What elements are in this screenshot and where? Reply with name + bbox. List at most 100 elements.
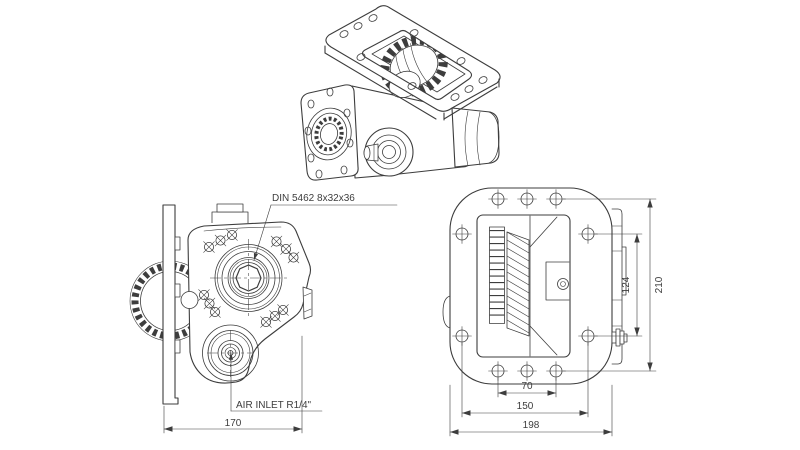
fitting-step xyxy=(623,333,628,343)
dim-arrow xyxy=(164,426,173,432)
iso-cylinder-arc xyxy=(476,111,481,166)
rear-opening-details xyxy=(489,215,570,357)
bore-ring xyxy=(320,123,338,145)
fitting-step xyxy=(611,331,617,344)
fitting-step xyxy=(619,330,625,345)
dim-arrow xyxy=(647,199,653,208)
dim-210-value: 210 xyxy=(654,276,665,293)
dim-arrow xyxy=(450,429,459,435)
cavity-line xyxy=(529,325,558,356)
dim-arrow xyxy=(647,362,653,371)
iso-output-flange xyxy=(300,84,359,181)
rear-view: 210 124 70 150 xyxy=(442,187,665,437)
side-mounting-plate xyxy=(162,204,179,405)
bolt-hole xyxy=(307,99,315,109)
dim-124: 124 xyxy=(594,233,643,337)
dim-210: 210 xyxy=(562,198,665,372)
side-breather-cap xyxy=(211,211,249,223)
cavity-line xyxy=(529,216,558,248)
plate-tab xyxy=(174,339,181,354)
side-right-tab xyxy=(302,286,313,320)
dim-arrow xyxy=(547,390,556,396)
bolt-hole xyxy=(409,29,419,37)
bolt-hole xyxy=(478,76,488,84)
spline-callout: DIN 5462 8x32x36 xyxy=(251,193,398,261)
leader-line xyxy=(253,204,272,261)
profile-strip xyxy=(611,208,623,365)
cavity-notch xyxy=(545,261,570,301)
bolt-hole xyxy=(340,165,348,175)
edge-line xyxy=(443,86,498,120)
plug-hole xyxy=(557,278,569,290)
dim-70: 70 xyxy=(497,377,557,398)
bolt-hole xyxy=(356,53,366,61)
dim-arrow xyxy=(634,234,640,243)
rear-gear-hatch xyxy=(506,231,530,334)
plate-tab xyxy=(174,283,181,298)
boss-ring xyxy=(202,324,259,382)
bolt-hole xyxy=(456,57,466,65)
iso-top-flange xyxy=(325,5,501,112)
bolt-hole xyxy=(315,169,323,179)
boss-ring xyxy=(227,257,270,299)
dim-arrow xyxy=(498,390,507,396)
gear-teeth-outline xyxy=(489,226,505,324)
bore-ring xyxy=(310,112,348,156)
helix-line xyxy=(410,43,429,84)
iso-flange-thickness-edges xyxy=(324,45,500,121)
side-air-cylinder xyxy=(202,324,259,382)
spline-teeth xyxy=(314,116,344,152)
air-inlet-label: AIR INLET R1/4" xyxy=(236,400,312,411)
rear-opening xyxy=(476,214,571,358)
housing-inner-line xyxy=(203,226,282,232)
profile-bump xyxy=(621,246,627,296)
bolt-hole xyxy=(450,93,460,101)
spline-label: DIN 5462 8x32x36 xyxy=(272,193,355,204)
iso-top-flange-bolt-holes xyxy=(339,14,488,101)
tab-line xyxy=(303,292,312,297)
dim-arrow xyxy=(603,429,612,435)
bolt-hole xyxy=(407,82,417,90)
iso-spline-bore xyxy=(306,107,352,161)
dim-170: 170 xyxy=(163,335,303,434)
bolt-hole xyxy=(368,14,378,22)
bolt-hole xyxy=(353,22,363,30)
dim-150: 150 xyxy=(461,342,589,418)
plug-hole-inner xyxy=(560,281,566,287)
air-fitting xyxy=(611,328,628,347)
plate-tab xyxy=(174,236,181,251)
dim-arrow xyxy=(293,426,302,432)
side-breather-top xyxy=(216,203,244,213)
isometric-view xyxy=(300,5,501,181)
dim-150-value: 150 xyxy=(517,401,534,412)
dim-124-value: 124 xyxy=(621,276,632,293)
dim-198: 198 xyxy=(449,384,613,437)
dim-arrow xyxy=(579,410,588,416)
dim-arrow xyxy=(634,327,640,336)
iso-cylinder-arc xyxy=(464,110,469,167)
iso-flange-bolt-holes xyxy=(304,87,354,179)
tab-line xyxy=(303,308,312,313)
iso-bearing-ring xyxy=(382,145,396,159)
air-inlet-callout: AIR INLET R1/4" xyxy=(228,353,323,412)
dim-arrow xyxy=(462,410,471,416)
dim-70-value: 70 xyxy=(521,381,533,392)
iso-shaft-end xyxy=(363,146,371,160)
rear-side-profile xyxy=(611,208,628,365)
side-view: DIN 5462 8x32x36 AIR INLET R1/4" 170 xyxy=(129,193,398,434)
side-output-bore xyxy=(210,239,288,317)
bore-ring xyxy=(306,107,352,161)
bolt-hole xyxy=(307,153,315,163)
bolt-hole xyxy=(339,30,349,38)
iso-shift-cylinder xyxy=(451,107,500,168)
bolt-hole xyxy=(326,87,334,97)
dim-198-value: 198 xyxy=(523,420,540,431)
dim-170-value: 170 xyxy=(225,418,242,429)
fitting-step xyxy=(615,328,621,347)
rear-left-tab xyxy=(442,295,451,329)
bolt-hole xyxy=(346,138,354,148)
bolt-hole xyxy=(464,85,474,93)
edge-line xyxy=(324,52,437,120)
side-plug xyxy=(180,291,199,309)
